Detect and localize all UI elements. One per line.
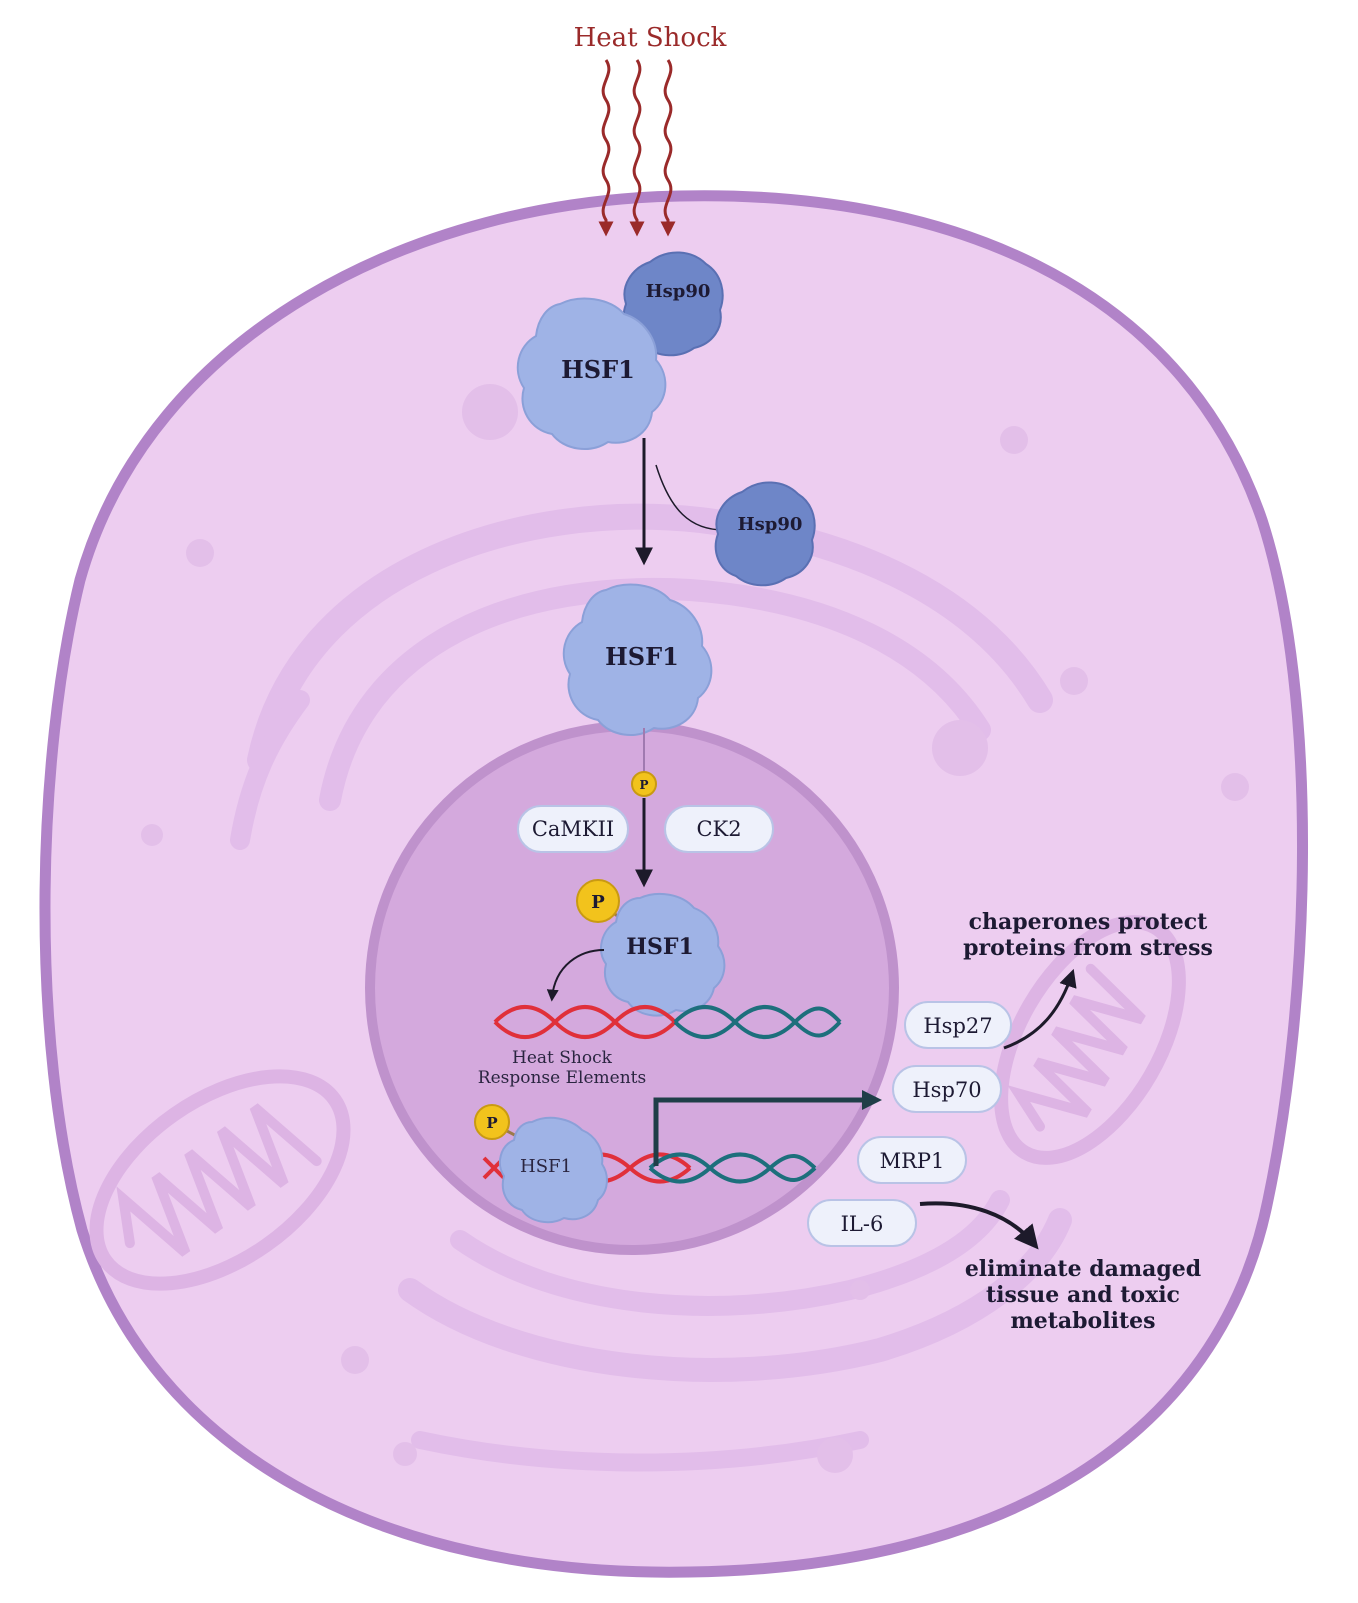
eliminate-outcome-line3: metabolites <box>1010 1308 1155 1334</box>
hsf1-protein <box>600 892 726 1017</box>
vesicle <box>932 720 988 776</box>
hsf1-label: HSF1 <box>605 642 679 671</box>
hsf1-label: HSF1 <box>626 934 694 960</box>
product-label: Hsp70 <box>912 1078 981 1102</box>
vesicle <box>141 824 163 846</box>
organelles <box>89 503 1186 1472</box>
dna-promoter <box>482 1152 817 1184</box>
chaperone-arrow <box>1003 968 1077 1050</box>
er-membrane <box>230 690 310 850</box>
kinase-label: CK2 <box>696 817 741 841</box>
mitochondrion-left <box>89 1069 351 1291</box>
kinase-camkii: CaMKII <box>517 805 629 853</box>
er-membrane <box>411 1431 869 1472</box>
vesicle <box>393 1442 417 1466</box>
hsp90-label: Hsp90 <box>646 281 711 302</box>
kinase-label: CaMKII <box>532 817 614 841</box>
er-membrane <box>247 503 1053 773</box>
er-membrane <box>398 1208 1072 1382</box>
hsp90-label: Hsp90 <box>738 514 803 535</box>
vesicles <box>141 384 1249 1473</box>
hsp90-protein <box>714 481 816 587</box>
vesicle <box>850 1280 870 1300</box>
hsf1-label: HSF1 <box>520 1156 572 1177</box>
product-il6: IL-6 <box>807 1199 917 1247</box>
product-hsp27: Hsp27 <box>904 1001 1012 1049</box>
product-mrp1: MRP1 <box>857 1136 967 1184</box>
vesicle <box>186 539 214 567</box>
heat-wave-arrow <box>598 59 614 237</box>
heat-wave-arrows <box>598 59 676 237</box>
transcription-arrow <box>653 1090 882 1166</box>
product-label: IL-6 <box>841 1212 884 1236</box>
mitochondrion-right <box>994 915 1186 1165</box>
released-hsp90: Hsp90 <box>714 481 816 587</box>
vesicle <box>462 384 518 440</box>
heat-wave-arrow <box>629 59 645 237</box>
dna-hse <box>493 1005 842 1039</box>
vesicle <box>1060 667 1088 695</box>
phosphorylated-hsf1: P HSF1 <box>576 879 726 1017</box>
hsf1-label: HSF1 <box>561 355 635 384</box>
eliminate-outcome-line2: tissue and toxic <box>986 1282 1180 1308</box>
heat-shock-label: Heat Shock <box>574 23 727 53</box>
phosphate-label: P <box>486 1114 497 1132</box>
heat-wave-arrow <box>660 59 676 237</box>
hse-label-line2: Response Elements <box>478 1068 646 1088</box>
product-label: MRP1 <box>880 1149 945 1173</box>
er-membrane <box>319 577 991 811</box>
vesicle <box>817 1437 853 1473</box>
free-hsf1: HSF1 <box>562 583 713 736</box>
product-label: Hsp27 <box>923 1014 992 1038</box>
phosphate-small: P <box>631 771 657 797</box>
phosphate-label: P <box>639 778 648 792</box>
phosphate-dna <box>474 1104 510 1140</box>
eliminate-outcome-line1: eliminate damaged <box>965 1256 1201 1282</box>
kinase-ck2: CK2 <box>664 805 774 853</box>
hsf1-hsp90-complex: Hsp90 HSF1 <box>516 251 724 450</box>
hsf1-protein <box>562 583 713 736</box>
hsp90-protein <box>622 251 724 357</box>
vesicle <box>341 1346 369 1374</box>
hsf1-protein <box>498 1116 608 1224</box>
vesicle <box>1000 426 1028 454</box>
phosphate-large <box>576 879 620 923</box>
eliminate-arrow <box>919 1201 1039 1250</box>
binding-arrow <box>546 949 605 1002</box>
vesicle <box>1221 773 1249 801</box>
product-hsp70: Hsp70 <box>892 1065 1002 1113</box>
chaperone-outcome-line1: chaperones protect <box>969 909 1209 935</box>
hse-label-line1: Heat Shock <box>512 1048 613 1068</box>
chaperone-outcome-line2: proteins from stress <box>963 935 1213 961</box>
er-membrane <box>450 1190 1010 1316</box>
dna-bound-hsf1: P HSF1 <box>474 1104 608 1224</box>
hsf1-protein <box>516 297 667 450</box>
hsp90-release-arrow <box>655 464 727 535</box>
phosphate-label: P <box>591 892 605 913</box>
